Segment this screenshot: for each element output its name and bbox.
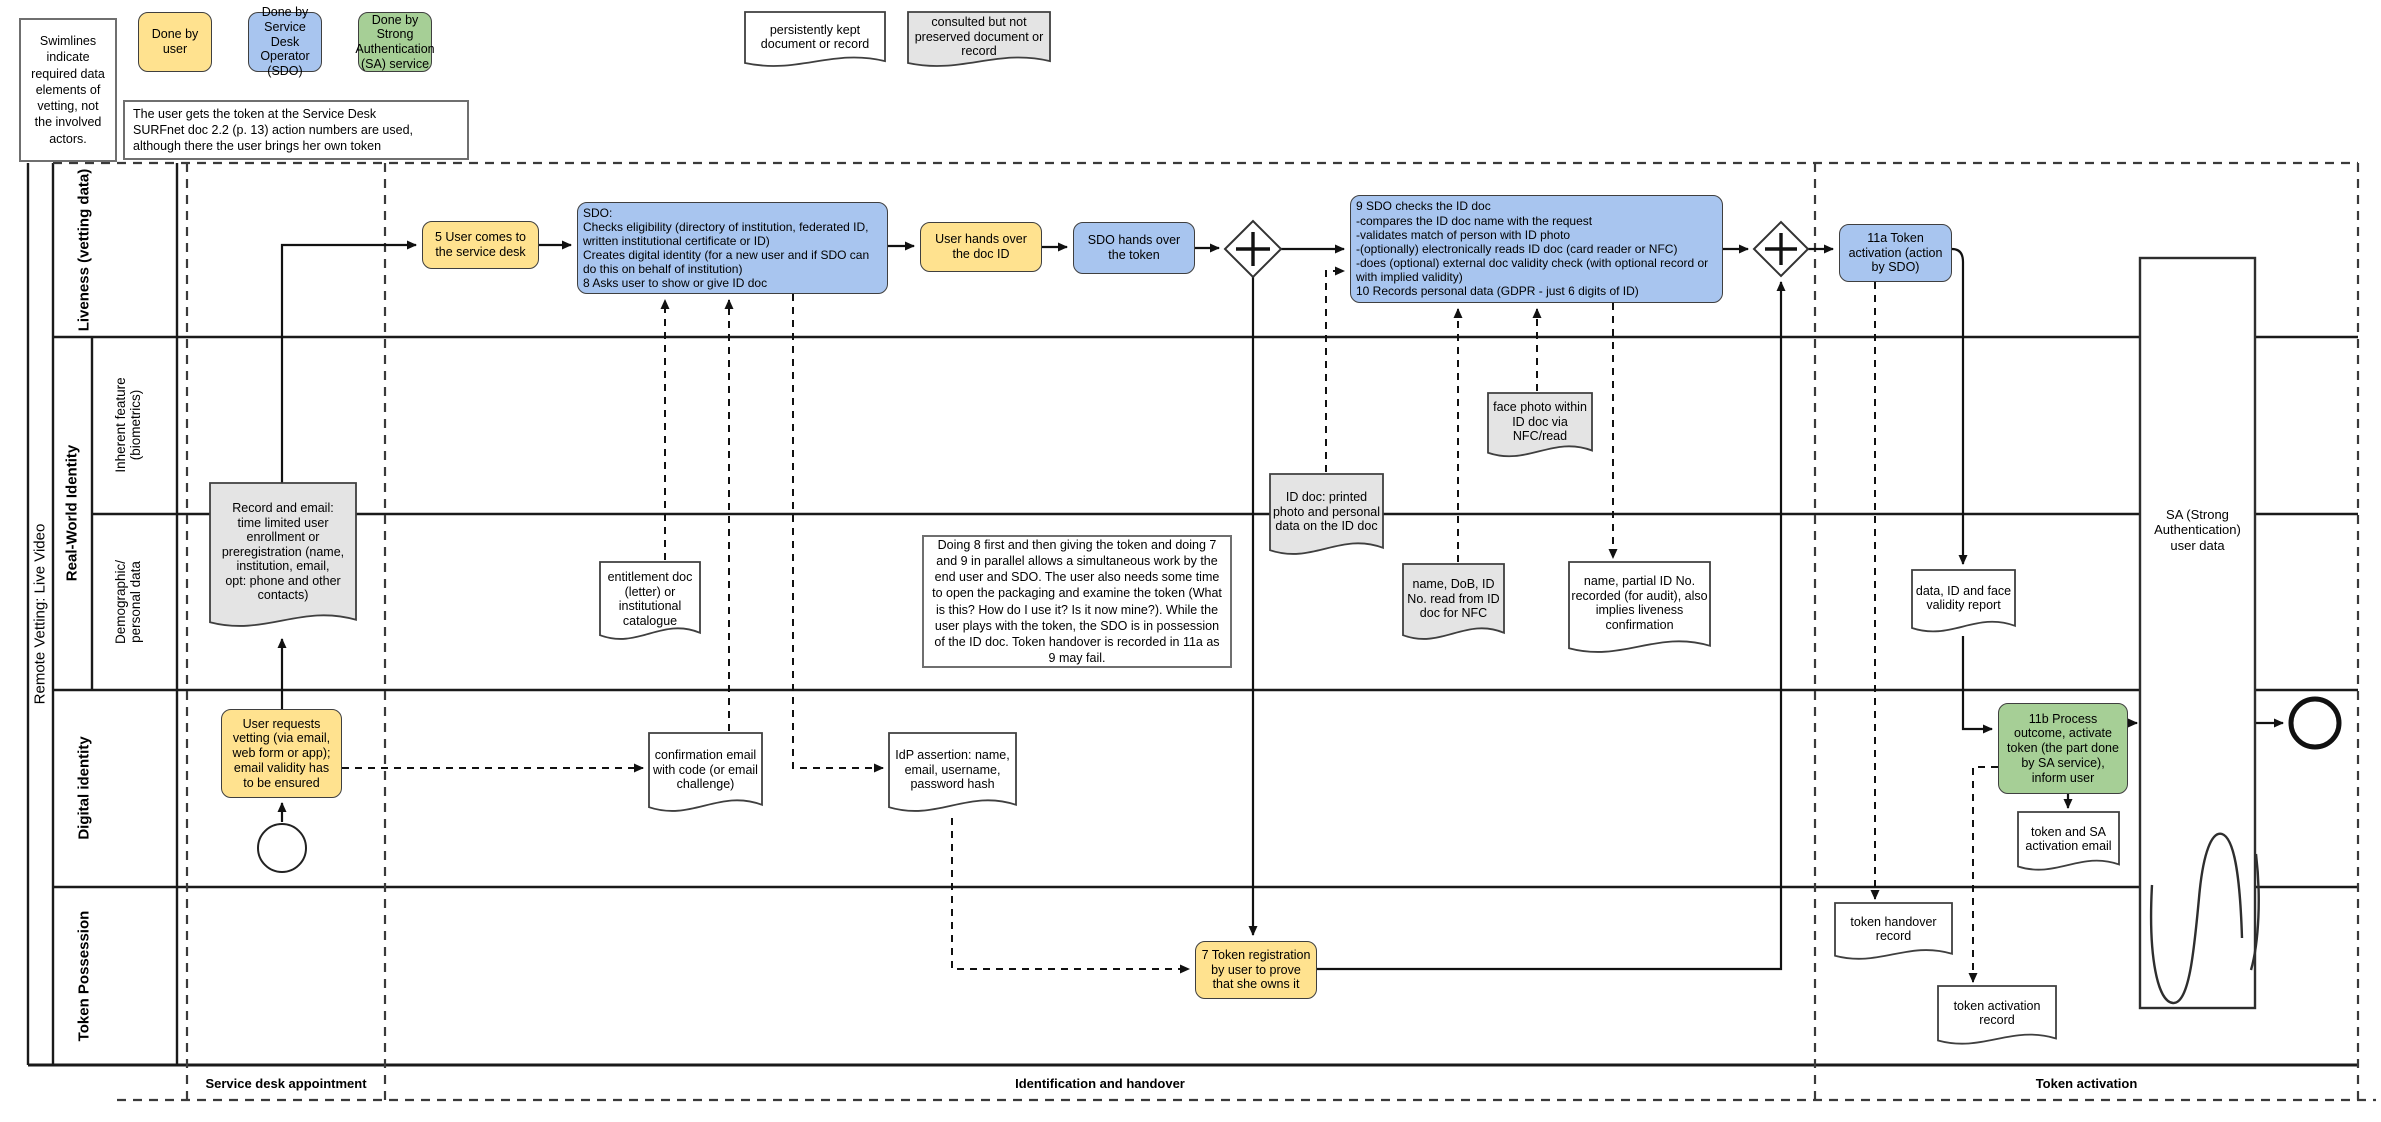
- end-event: [2288, 696, 2342, 750]
- lane-label-demographic: Demographic/ personal data: [113, 559, 143, 645]
- doc-validity-report-label: data, ID and face validity report: [1915, 583, 2012, 613]
- doc-handover-record-label: token handover record: [1850, 914, 1937, 944]
- task-5-user-comes: 5 User comes to the service desk: [422, 221, 539, 269]
- parallel-gateways: [1223, 219, 1810, 279]
- lane-label-digital: Digital identity: [75, 736, 93, 840]
- doc-entitlement-shape: [599, 561, 701, 640]
- flow-iddoc-to-task9: [1325, 266, 1345, 472]
- squiggle-decoration: [2149, 832, 2260, 1005]
- legend-doc-consulted-label: consulted but not preserved document or …: [914, 15, 1044, 59]
- task-user-requests-vetting: User requests vetting (via email, web fo…: [221, 709, 342, 798]
- legend-doc-consulted-shape: [907, 11, 1051, 67]
- doc-name-partial-shape: [1568, 561, 1711, 653]
- pool-frame: [26, 163, 2358, 1067]
- doc-record-email-shape: [209, 482, 357, 627]
- flow-task8-to-idp: [792, 294, 884, 773]
- pool-title: Remote Vetting: Live Video: [31, 523, 49, 705]
- sa-data-store-label: SA (Strong Authentication) user data: [2154, 507, 2241, 553]
- legend-doc-kept-label: persistently kept document or record: [760, 22, 870, 52]
- task-user-hands-doc: User hands over the doc ID: [920, 222, 1042, 272]
- data-flows: [342, 266, 1998, 983]
- task-11b-process-outcome: 11b Process outcome, activate token (the…: [1998, 703, 2128, 794]
- flow-record-to-task5: [280, 240, 417, 483]
- doc-confirmation-label: confirmation email with code (or email c…: [653, 748, 758, 792]
- flow-task7-to-gateway2: [1317, 281, 1786, 971]
- note-doing-8-first: Doing 8 first and then giving the token …: [922, 535, 1232, 668]
- token-note: The user gets the token at the Service D…: [123, 100, 469, 160]
- document-shapes: [209, 11, 2120, 1045]
- phase-label-token-activation: Token activation: [2035, 1076, 2138, 1091]
- legend-doc-kept-shape: [744, 11, 886, 67]
- doc-token-sa-email-label: token and SA activation email: [2025, 824, 2112, 854]
- doc-activation-record-shape: [1937, 985, 2057, 1045]
- flow-task11a-to-report: [1951, 247, 1968, 565]
- doc-confirmation-shape: [648, 732, 763, 812]
- phase-label-identification: Identification and handover: [1015, 1076, 1185, 1091]
- legend-done-by-user: Done by user: [138, 12, 212, 72]
- doc-name-dob-shape: [1402, 563, 1505, 640]
- doc-idp-assertion-shape: [888, 732, 1017, 812]
- doc-id-doc-label: ID doc: printed photo and personal data …: [1272, 490, 1381, 534]
- task-11a-token-activation: 11a Token activation (action by SDO): [1839, 224, 1952, 282]
- lane-label-liveness: Liveness (vetting data): [75, 168, 93, 332]
- doc-activation-record-label: token activation record: [1953, 998, 2041, 1028]
- doc-entitlement-label: entitlement doc (letter) or institutiona…: [607, 570, 693, 628]
- flow-idp-to-task7: [951, 818, 1190, 974]
- doc-validity-report-shape: [1911, 569, 2016, 633]
- doc-idp-assertion-label: IdP assertion: name, email, username, pa…: [895, 748, 1010, 792]
- task-7-token-registration: 7 Token registration by user to prove th…: [1195, 941, 1317, 999]
- task-8-sdo-checks-eligibility: SDO: Checks eligibility (directory of in…: [577, 202, 888, 294]
- lane-label-token-possession: Token Possession: [75, 910, 93, 1042]
- legend-done-by-sdo: Done by Service Desk Operator (SDO): [248, 5, 322, 78]
- doc-face-photo-shape: [1487, 392, 1593, 458]
- doc-name-partial-label: name, partial ID No. recorded (for audit…: [1571, 574, 1708, 632]
- phase-boundaries: [53, 161, 2376, 1102]
- sa-data-store: [2138, 256, 2257, 1010]
- doc-token-sa-email-shape: [2017, 811, 2120, 871]
- start-event: [257, 823, 307, 873]
- sequence-flows: [277, 240, 2284, 971]
- doc-face-photo-label: face photo within ID doc via NFC/read: [1493, 400, 1587, 444]
- flow-task11b-to-activation-record: [1968, 766, 1998, 983]
- doc-id-doc-shape: [1269, 473, 1384, 555]
- lane-label-real-world: Real-World Identity: [63, 444, 81, 582]
- phase-label-service-desk: Service desk appointment: [205, 1076, 367, 1091]
- doc-handover-record-shape: [1834, 902, 1953, 960]
- flow-report-to-task11b: [1961, 636, 1993, 734]
- lane-label-inherent: Inherent feature (biometrics): [113, 377, 143, 473]
- task-9-sdo-checks-id-doc: 9 SDO checks the ID doc -compares the ID…: [1350, 195, 1723, 303]
- task-sdo-hands-token: SDO hands over the token: [1073, 222, 1195, 274]
- swimlanes-note: Swimlines indicate required data element…: [19, 18, 117, 162]
- legend-done-by-sa: Done by Strong Authentication (SA) servi…: [355, 12, 435, 72]
- doc-name-dob-label: name, DoB, ID No. read from ID doc for N…: [1407, 577, 1500, 621]
- doc-record-email-label: Record and email: time limited user enro…: [221, 501, 345, 603]
